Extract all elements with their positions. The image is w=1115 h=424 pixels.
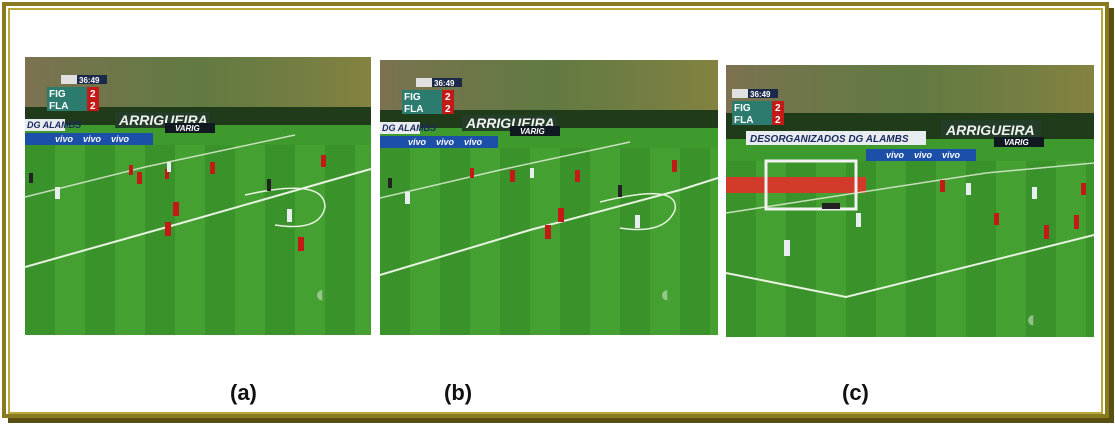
team-away: FLA — [49, 101, 68, 112]
scoreboard-clock: 36:49 — [79, 76, 100, 85]
svg-text:vivo: vivo — [436, 137, 455, 147]
svg-text:vivo: vivo — [886, 150, 905, 160]
svg-text:DG ALAMBS: DG ALAMBS — [382, 123, 436, 133]
svg-text:vivo: vivo — [111, 134, 130, 144]
caption-a: (a) — [230, 380, 257, 405]
frame-a: DG ALAMBS ARRIGUEIRA VARIG vivo vivo viv… — [25, 57, 371, 335]
svg-text:◐: ◐ — [660, 281, 675, 308]
board-desorganizados: DESORGANIZADOS DG ALAMBS — [750, 134, 909, 145]
svg-text:2: 2 — [775, 103, 781, 114]
svg-text:ARRIGUEIRA: ARRIGUEIRA — [945, 122, 1035, 138]
svg-text:2: 2 — [445, 104, 451, 115]
svg-text:36:49: 36:49 — [434, 79, 455, 88]
caption-c: (c) — [842, 380, 869, 405]
svg-text:VARIG: VARIG — [520, 127, 545, 136]
svg-text:VARIG: VARIG — [1004, 138, 1029, 147]
players — [29, 155, 326, 251]
frame-b: DG ALAMBS ARRIGUEIRA VARIG vivo vivo viv… — [380, 60, 718, 335]
scoreboard: 36:49 FIG 2 FLA 2 — [47, 75, 107, 112]
svg-text:FIG: FIG — [404, 92, 421, 103]
board-varig: VARIG — [175, 124, 200, 133]
svg-text:◐: ◐ — [1026, 306, 1041, 333]
svg-text:FIG: FIG — [734, 103, 751, 114]
inner-frame — [8, 8, 1103, 414]
frame-c-image: ARRIGUEIRA VARIG DESORGANIZADOS DG ALAMB… — [726, 65, 1094, 337]
svg-text:vivo: vivo — [408, 137, 427, 147]
broadcaster-logo: ◐ — [315, 281, 330, 308]
svg-text:vivo: vivo — [942, 150, 961, 160]
frame-shadow-right — [1109, 8, 1114, 422]
svg-text:vivo: vivo — [914, 150, 933, 160]
score-home: 2 — [90, 89, 96, 100]
frame-a-image: DG ALAMBS ARRIGUEIRA VARIG vivo vivo viv… — [25, 57, 371, 335]
svg-text:2: 2 — [445, 92, 451, 103]
frame-b-image: DG ALAMBS ARRIGUEIRA VARIG vivo vivo viv… — [380, 60, 718, 335]
svg-text:vivo: vivo — [83, 134, 102, 144]
outer-frame — [2, 2, 1109, 418]
svg-text:36:49: 36:49 — [750, 90, 771, 99]
svg-text:2: 2 — [775, 115, 781, 126]
board-vivo: vivo — [55, 134, 74, 144]
caption-b: (b) — [444, 380, 473, 405]
svg-text:FLA: FLA — [734, 115, 753, 126]
frame-shadow-bottom — [8, 418, 1114, 423]
board-alambs: DG ALAMBS — [27, 120, 81, 130]
team-home: FIG — [49, 89, 66, 100]
svg-text:vivo: vivo — [464, 137, 483, 147]
svg-text:FLA: FLA — [404, 104, 423, 115]
frame-c: ARRIGUEIRA VARIG DESORGANIZADOS DG ALAMB… — [726, 65, 1094, 337]
score-away: 2 — [90, 101, 96, 112]
